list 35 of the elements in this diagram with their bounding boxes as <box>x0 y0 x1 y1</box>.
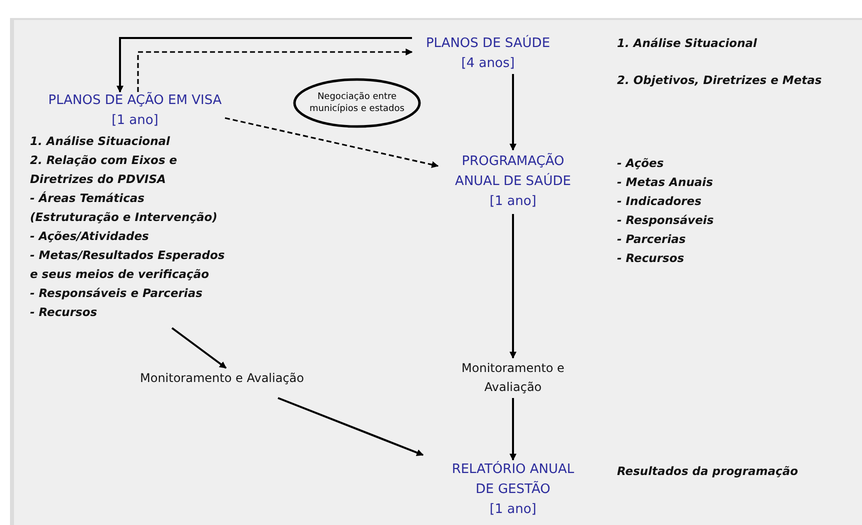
node-title: PLANOS DE AÇÃO EM VISA <box>48 91 222 110</box>
duration-label: [1 ano] <box>490 193 536 211</box>
list-item: - Parcerias <box>617 231 687 248</box>
duration-label: [1 ano] <box>112 112 158 130</box>
process-label: Monitoramento e Avaliação <box>140 370 304 386</box>
duration-label: [1 ano] <box>490 501 536 519</box>
list-item: 1. Análise Situacional <box>617 35 758 52</box>
negotiation-ellipse: Negociação entre municípios e estados <box>293 78 421 128</box>
list-item: - Indicadores <box>617 193 702 210</box>
arrow <box>510 74 516 151</box>
process-label: Monitoramento e Avaliação <box>460 360 566 396</box>
node-title: RELATÓRIO ANUAL DE GESTÃO <box>450 460 576 499</box>
arrow <box>171 327 227 369</box>
arrow <box>116 37 412 93</box>
duration-label: [4 anos] <box>461 55 515 73</box>
arrow <box>510 214 516 359</box>
list-item: Resultados da programação <box>617 463 799 480</box>
list-item: 1. Análise Situacional <box>30 133 171 150</box>
list-item: - Responsáveis e Parcerias <box>30 285 204 302</box>
arrow <box>510 398 516 461</box>
list-item: 2. Objetivos, Diretrizes e Metas <box>617 72 823 89</box>
list-item: - Áreas Temáticas (Estruturação e Intervenção) <box>30 190 218 226</box>
list-item: - Ações <box>617 155 665 172</box>
arrow <box>278 397 424 456</box>
list-item: - Metas Anuais <box>617 174 714 191</box>
list-item: - Recursos <box>617 250 686 267</box>
list-item: - Responsáveis <box>617 212 715 229</box>
dashed-arrow <box>137 48 413 92</box>
list-item: 2. Relação com Eixos e Diretrizes do PDVISA <box>30 152 178 188</box>
dashed-arrow <box>224 117 439 168</box>
list-item: - Ações/Atividades <box>30 228 150 245</box>
list-item: - Metas/Resultados Esperados e seus meios de verificação <box>30 247 225 283</box>
node-title: PLANOS DE SAÚDE <box>426 34 550 53</box>
list-item: - Recursos <box>30 304 98 321</box>
node-title: PROGRAMAÇÃO ANUAL DE SAÚDE <box>454 152 572 191</box>
